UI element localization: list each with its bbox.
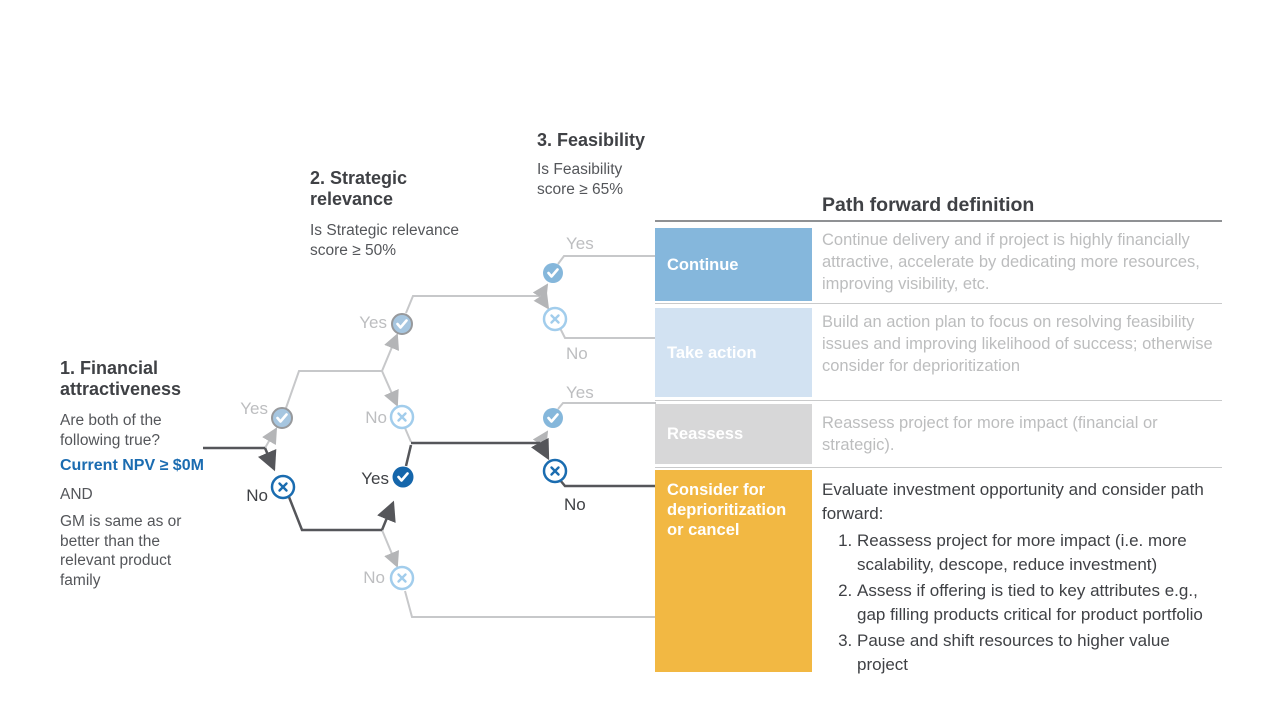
node-l1-yes <box>271 407 293 429</box>
x-icon <box>397 573 407 583</box>
edge-to-reassess <box>557 402 656 410</box>
row-desc-consider: Evaluate investment opportunity and cons… <box>822 478 1222 679</box>
table-rule <box>655 400 1222 401</box>
x-icon <box>397 412 407 422</box>
node-l2a-no <box>389 404 415 430</box>
edge-l1-yes <box>262 427 278 449</box>
edge-to-consider-bottom <box>404 590 656 618</box>
row-desc-reassess: Reassess project for more impact (financ… <box>822 414 1158 454</box>
node-l3b-no <box>542 458 568 484</box>
consider-option: Reassess project for more impact (i.e. m… <box>857 529 1222 576</box>
edge-l3a-no <box>533 291 550 310</box>
branch-label-yes: Yes <box>359 313 387 332</box>
node-l2b-yes <box>392 466 414 488</box>
edge-l2b-yes <box>377 500 396 531</box>
branch-label-yes: Yes <box>566 383 594 402</box>
table-rule <box>655 303 1222 304</box>
strategic-question: Is Strategic relevance score ≥ 50% <box>310 222 460 259</box>
edge-l3b-no <box>530 437 550 461</box>
feasibility-column-title: 3. Feasibility <box>537 130 646 150</box>
feasibility-question: Is Feasibility score ≥ 65% <box>537 161 624 198</box>
edge-l2a-yes <box>381 333 399 372</box>
branch-label-no: No <box>363 568 385 587</box>
edge-l2byes-to-junction <box>404 444 413 467</box>
consider-options-list: Reassess project for more impact (i.e. m… <box>822 529 1222 676</box>
node-l1-no <box>270 474 296 500</box>
edge-l1-no <box>257 447 277 472</box>
branch-label-no: No <box>365 408 387 427</box>
x-icon <box>550 314 560 324</box>
table-rule-top <box>655 220 1222 222</box>
table-rule <box>655 467 1222 468</box>
financial-criterion-npv: Current NPV ≥ $0M <box>60 457 204 474</box>
node-l2a-yes <box>391 313 413 335</box>
edge-l3a-yes <box>532 283 549 302</box>
row-desc-continue: Continue delivery and if project is high… <box>822 231 1200 293</box>
edge-l3b-yes <box>532 430 549 449</box>
x-icon <box>278 482 288 492</box>
financial-column-title: 1. Financial attractiveness <box>60 358 182 399</box>
x-icon <box>550 466 560 476</box>
check-icon <box>547 413 559 423</box>
node-l3b-yes <box>543 408 563 428</box>
path-forward-title: Path forward definition <box>822 194 1035 216</box>
check-icon <box>547 268 559 278</box>
row-label-reassess: Reassess <box>655 404 812 464</box>
row-desc-take-action: Build an action plan to focus on resolvi… <box>822 313 1213 375</box>
row-label-take-action: Take action <box>655 308 812 397</box>
row-label-continue: Continue <box>655 228 812 301</box>
branch-label-no: No <box>566 344 588 363</box>
check-icon <box>276 413 288 423</box>
consider-option: Pause and shift resources to higher valu… <box>857 629 1222 676</box>
edge-l2ayes-to-l3 <box>405 295 540 314</box>
branch-label-yes: Yes <box>240 399 268 418</box>
edges-active <box>203 437 656 532</box>
edge-l2b-no <box>381 529 399 568</box>
branch-label-yes: Yes <box>566 234 594 253</box>
consider-option: Assess if offering is tied to key attrib… <box>857 579 1222 626</box>
branch-label-no: No <box>564 495 586 514</box>
branch-label-yes: Yes <box>361 469 389 488</box>
edge-to-takeaction <box>559 327 656 339</box>
consider-intro: Evaluate investment opportunity and cons… <box>822 480 1204 523</box>
edge-to-continue <box>557 255 656 265</box>
edge-l2ano-to-junction <box>404 427 412 443</box>
node-l2b-no <box>389 565 415 591</box>
check-icon <box>397 472 409 482</box>
financial-conjunction: AND <box>60 486 93 503</box>
branch-label-no: No <box>246 486 268 505</box>
strategic-column-title: 2. Strategic relevance <box>310 168 408 209</box>
financial-question: Are both of the following true? <box>60 412 162 449</box>
node-l3a-yes <box>543 263 563 283</box>
node-l3a-no <box>542 306 568 332</box>
edges-inactive <box>262 255 656 618</box>
edge-l2a-no <box>381 370 399 407</box>
edge-l1yes-to-l2 <box>285 370 382 409</box>
edge-l1no-to-l2 <box>287 496 382 532</box>
financial-criterion-gm: GM is same as or better than the relevan… <box>60 513 182 589</box>
edge-to-consider <box>559 479 656 488</box>
check-icon <box>396 319 408 329</box>
row-label-consider: Consider for deprioritization or cancel <box>655 470 812 672</box>
